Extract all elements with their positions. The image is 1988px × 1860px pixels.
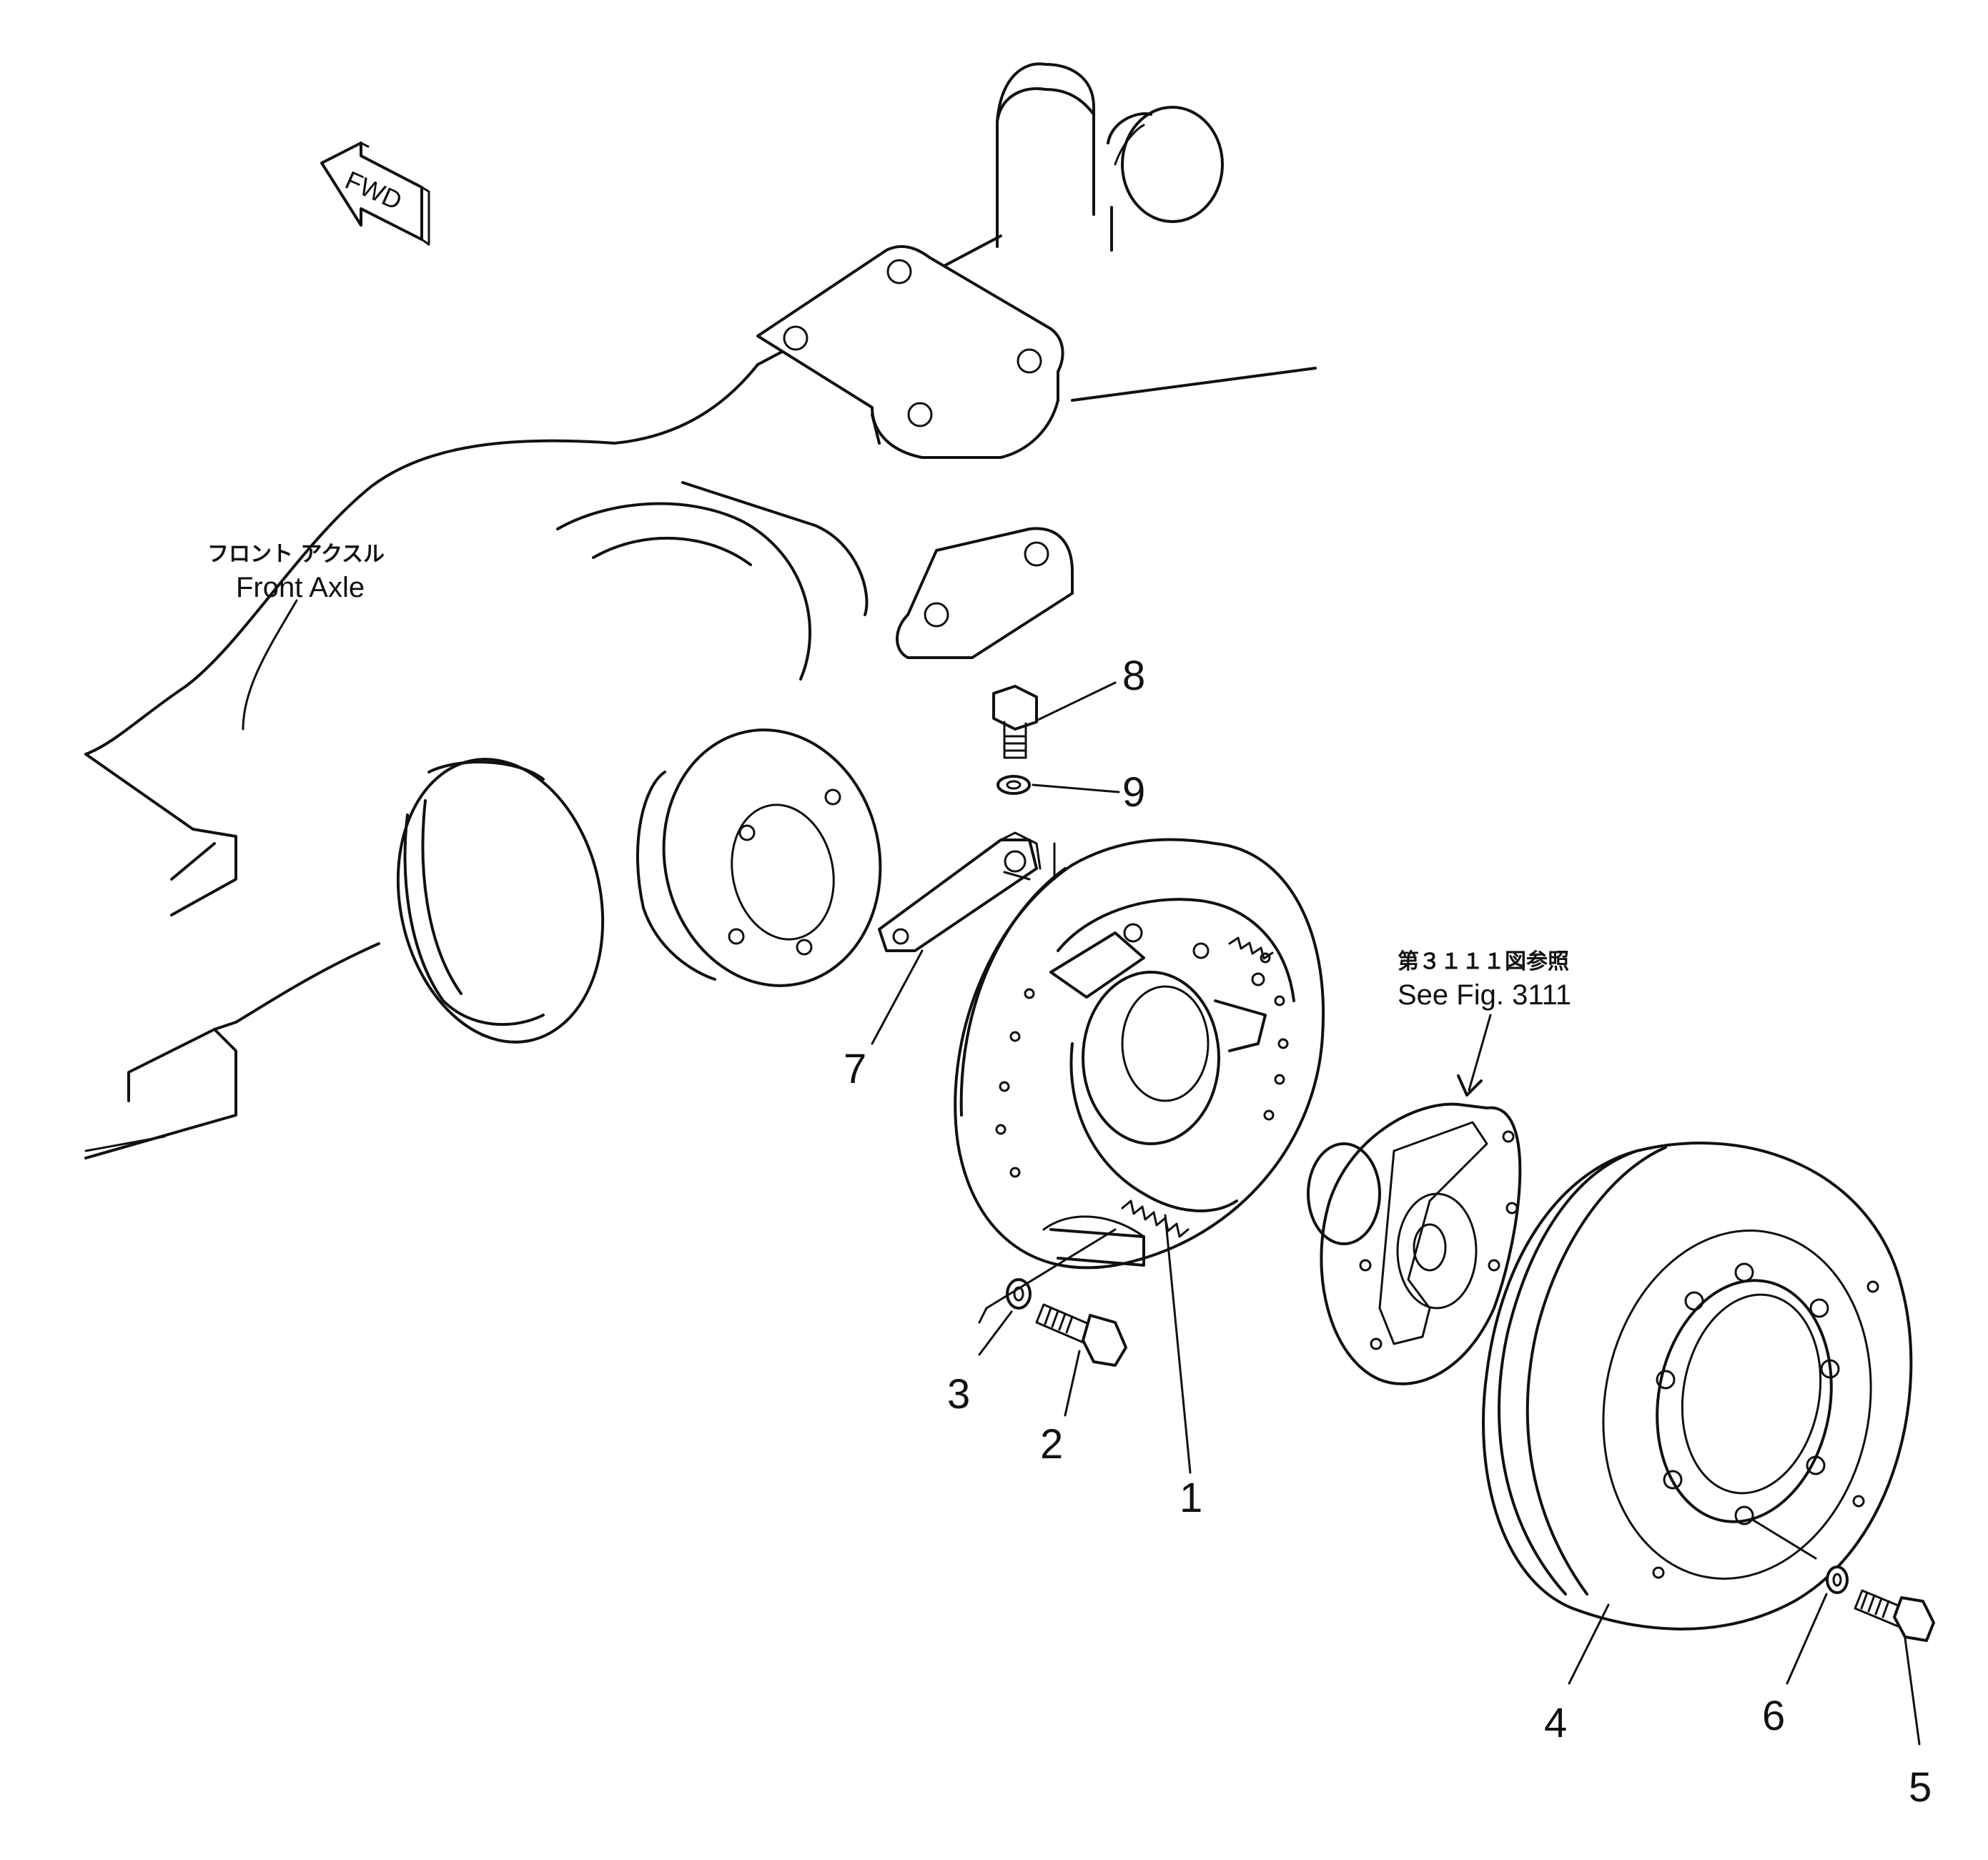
leader-6-drum [1750,1518,1817,1560]
see-fig-arrowhead [1457,1074,1483,1097]
part-9-washer [997,775,1031,795]
callout-4: 4 [1544,1700,1567,1746]
hub-see-fig-3111 [1307,1102,1522,1385]
callout-leaders [871,681,1921,1746]
part-6-washer [1826,1565,1849,1594]
callout-5: 5 [1909,1764,1932,1811]
callout-6: 6 [1762,1693,1785,1739]
see-fig-label-jp: 第３１１１図参照 [1398,949,1569,974]
part-4-brake-drum [1482,1142,1913,1631]
fwd-arrow: FWD [320,142,430,246]
part-8-bolt [992,685,1038,759]
see-fig-arrow [1468,1014,1492,1092]
leader-2-3 [978,1228,1117,1324]
callout-9: 9 [1122,769,1145,816]
part-2-bolt [1035,1303,1127,1367]
part-7-lever [878,831,1042,952]
part-5-bolt [1854,1589,1935,1642]
callout-1: 1 [1180,1475,1202,1521]
front-axle-label-en: Front Axle [236,572,365,603]
callout-2: 2 [1040,1421,1063,1468]
part-1-brake-assembly [954,838,1325,1270]
callout-3: 3 [947,1371,970,1418]
front-axle-label-jp: フロント アクスル [207,542,385,567]
front-axle-housing [84,62,1317,1159]
callout-8: 8 [1122,653,1145,699]
see-fig-label-en: See Fig. 3111 [1398,979,1571,1011]
callout-7: 7 [844,1046,866,1092]
